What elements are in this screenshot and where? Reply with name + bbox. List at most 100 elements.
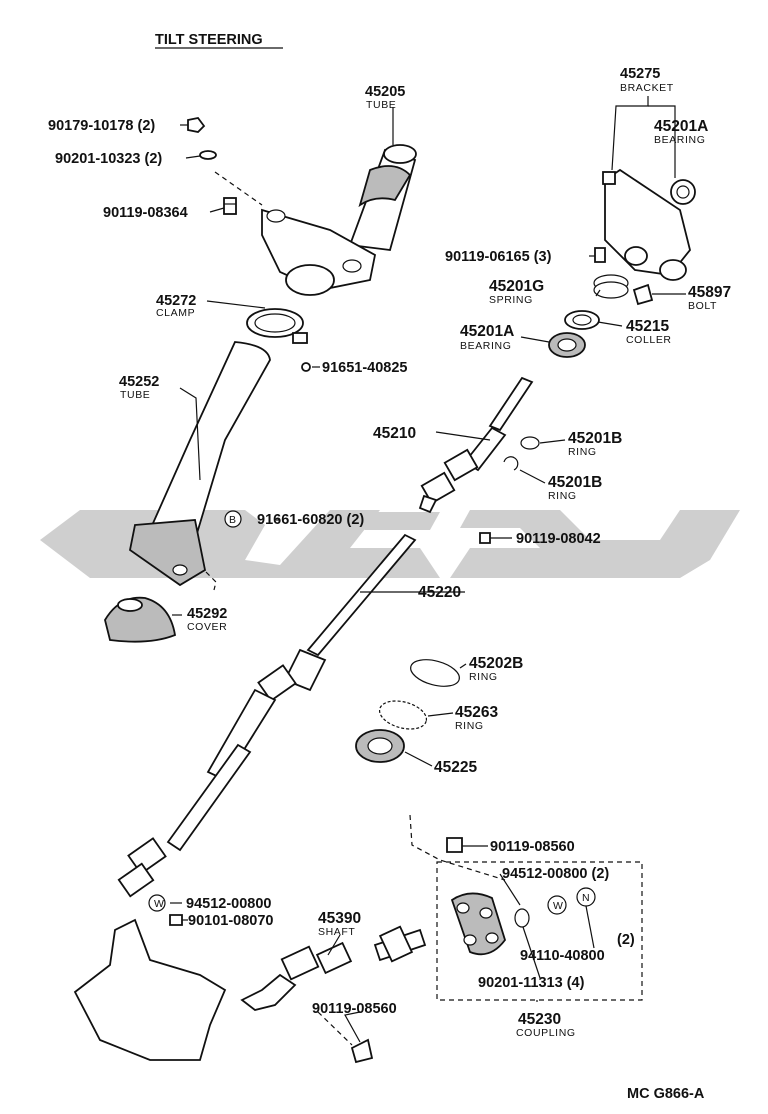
bolt-90101-part [169,914,183,926]
callout-45272-name: CLAMP [156,307,195,319]
callout-45252-name: TUBE [120,389,150,401]
callout-45201B-1-number: 45201B [568,430,622,447]
callout-91651-40825: 91651-40825 [322,360,407,376]
callout-45201G-name: SPRING [489,294,533,306]
callout-45201A-mid-number: 45201A [460,323,514,340]
callout-90201-10323: 90201-10323 (2) [55,151,162,167]
callout-45292-number: 45292 [187,606,227,622]
callout-45201A-top: 45201A BEARING [654,118,708,146]
bearing-45201A-top-part [670,179,696,205]
callout-45201B-2-name: RING [548,490,577,502]
callout-45202B-number: 45202B [469,655,523,672]
leader-dash-2 [205,571,217,591]
leader-lines [170,96,686,1043]
leader-dash-lower [317,1011,353,1046]
callout-45275: 45275 BRACKET [620,66,674,94]
shaft-45210-part [418,376,534,514]
callout-45201A-mid-name: BEARING [460,340,511,352]
steering-gear-housing-part [73,918,227,1061]
figure-code: MC G866-A [627,1086,705,1102]
nut-90179-part [187,117,206,133]
callout-45897-number: 45897 [688,284,731,301]
clamp-45272-part [246,308,308,344]
callout-90119-06165: 90119-06165 (3) [445,249,552,265]
callout-45210: 45210 [373,425,416,442]
callout-45230-number: 45230 [518,1011,561,1028]
bracket-45275-part [602,168,691,281]
washer-94512-lower-part [148,894,166,912]
shaft-45220-part [117,533,417,898]
callout-45252-number: 45252 [119,374,159,390]
bearing-45201A-mid-part [548,332,586,358]
callout-45201B-1-name: RING [568,446,597,458]
callout-45263-number: 45263 [455,704,498,721]
callout-90119-08042: 90119-08042 [516,531,601,547]
callout-45201A-mid: 45201A BEARING [460,323,514,352]
coupling-box [436,861,643,1001]
callout-94110-40800: 94110-40800 (2) [520,932,635,964]
callout-94110-number: 94110-40800 [520,948,605,964]
callout-45390: 45390 SHAFT [318,910,361,938]
callout-45205: 45205 TUBE [365,84,405,111]
callout-45201G-number: 45201G [489,278,544,295]
cover-45292-part [104,596,177,643]
callout-45252: 45252 TUBE [119,374,159,401]
callout-45390-number: 45390 [318,910,361,927]
callout-90101-08070: 90101-08070 [188,913,273,929]
ring-45263-part [378,700,428,730]
spring-45201G-part [593,274,629,299]
callout-45275-name: BRACKET [620,82,674,94]
callout-45205-number: 45205 [365,84,405,100]
callout-45275-number: 45275 [620,66,660,82]
bolt-90119-08364-part [223,197,237,215]
callout-45201B-1: 45201B RING [568,430,622,458]
nut-91651-part [301,362,311,372]
callout-45220: 45220 [418,584,461,601]
tube-45252-part [129,341,271,587]
callout-45205-name: TUBE [366,99,396,111]
callout-90119-08560-upper: 90119-08560 [490,839,575,855]
callout-45263-name: RING [455,720,484,732]
callout-45215: 45215 COLLER [626,318,672,346]
callout-45201B-2: 45201B RING [548,474,602,502]
callout-91661-60820: B 91661-60820 (2) [224,510,364,528]
callout-45263: 45263 RING [455,704,498,732]
bolt-45897-part [632,283,654,306]
callout-45292-name: COVER [187,621,227,633]
callout-45201B-2-number: 45201B [548,474,602,491]
callout-94512-00800-upper: 94512-00800 (2) [502,866,609,882]
callout-91661-badge-circle [224,510,242,528]
ring-45201B-2-part [503,456,519,471]
callout-45215-name: COLLER [626,334,672,346]
leader-dash-coupling [409,814,506,881]
callout-45201A-top-number: 45201A [654,118,708,135]
callout-90119-08560-lower: 90119-08560 [312,1001,397,1017]
bolt-90119-lower-part [350,1038,374,1064]
callout-94110-qty: (2) [617,932,635,948]
callout-91661-number: 91661-60820 (2) [257,512,364,528]
callout-45201G: 45201G SPRING [489,278,544,306]
washer-94512-upper-part [547,895,567,915]
nut-badge: N [582,892,590,904]
callout-45390-name: SHAFT [318,926,355,938]
callout-91661-badge: B [229,514,237,526]
washer-90201-11313-part [514,908,530,928]
washer-90201-part [199,150,217,160]
callout-45897-name: BOLT [688,300,717,312]
callout-90119-08364: 90119-08364 [103,205,188,221]
leader-dash-1 [214,171,263,206]
callout-45201A-top-name: BEARING [654,134,705,146]
callout-94512-00800-lower: 94512-00800 [186,896,271,912]
ring-45201B-1-part [520,436,540,450]
callout-45215-number: 45215 [626,318,669,335]
callout-90179-10178: 90179-10178 (2) [48,118,155,134]
tube-45205-part [261,144,417,296]
callout-45292: 45292 COVER [187,606,227,633]
washer-badge-lower: W [154,898,165,910]
callout-45202B: 45202B RING [469,655,523,683]
callout-45202B-name: RING [469,671,498,683]
bolt-90119-06165-part [594,247,606,263]
callout-45272: 45272 CLAMP [156,293,196,319]
coupling-45230-part [450,892,506,956]
